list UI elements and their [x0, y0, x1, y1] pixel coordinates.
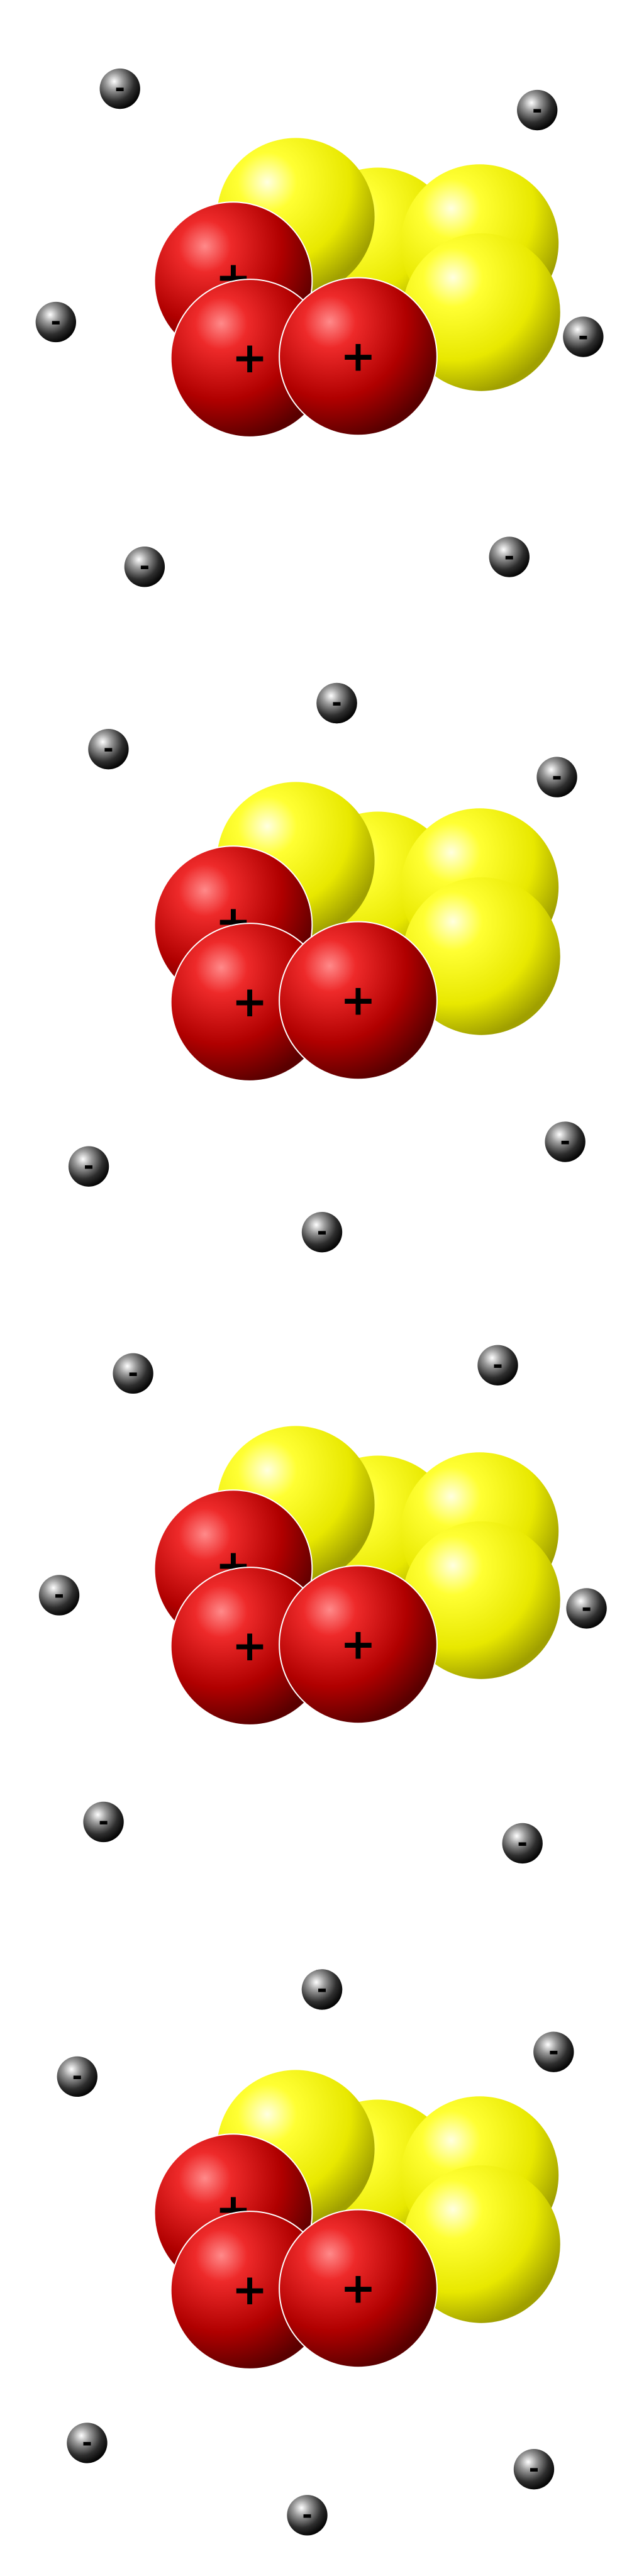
electron-charge-symbol: -	[518, 1829, 528, 1857]
electron-charge-symbol: -	[84, 1152, 94, 1180]
proton-charge-symbol: +	[232, 1621, 268, 1671]
electron: -	[502, 1823, 543, 1864]
electron: -	[513, 2449, 555, 2490]
electron-charge-symbol: -	[317, 1218, 327, 1246]
electron: -	[113, 1353, 153, 1394]
electron: -	[545, 1121, 586, 1162]
nucleus: +++	[153, 2070, 560, 2370]
proton: +	[279, 277, 438, 436]
electron-charge-symbol: -	[560, 1128, 570, 1156]
neutron	[402, 1521, 560, 1679]
electron-cloud: - - - - - -	[68, 682, 586, 1253]
electron: -	[536, 757, 577, 797]
electron: -	[489, 536, 530, 577]
proton-charge-symbol: +	[232, 977, 268, 1027]
proton: +	[279, 921, 438, 1080]
neutron	[402, 233, 560, 391]
electron: -	[477, 1345, 518, 1385]
atom: +++-------	[38, 1345, 607, 2010]
proton-charge-symbol: +	[340, 1619, 376, 1669]
nucleus: +++	[153, 782, 560, 1082]
electron-charge-symbol: -	[317, 1975, 327, 2004]
electron: -	[124, 547, 165, 587]
electron: -	[533, 2031, 574, 2072]
electron-charge-symbol: -	[98, 1807, 108, 1836]
proton: +	[279, 2209, 438, 2368]
electron: -	[38, 1575, 80, 1616]
proton-charge-symbol: +	[340, 975, 376, 1025]
electron-charge-symbol: -	[492, 1351, 502, 1379]
electron-charge-symbol: -	[548, 2038, 558, 2066]
electron-charge-symbol: -	[115, 75, 125, 103]
electron: -	[301, 1212, 343, 1253]
electron: -	[35, 301, 76, 343]
neutron	[402, 2165, 560, 2323]
electron: -	[88, 729, 129, 770]
electron: -	[316, 682, 357, 724]
proton-charge-symbol: +	[340, 2263, 376, 2313]
electron-charge-symbol: -	[331, 689, 341, 718]
nucleus: +++	[153, 138, 560, 438]
electron: -	[68, 1146, 109, 1187]
electron-charge-symbol: -	[51, 308, 61, 336]
electron: -	[301, 1969, 343, 2010]
electron: -	[563, 316, 604, 357]
electron-charge-symbol: -	[532, 96, 542, 125]
electron-charge-symbol: -	[552, 763, 562, 791]
electron: -	[83, 1801, 124, 1843]
nucleus: +++	[153, 1426, 560, 1726]
electron: -	[57, 2056, 97, 2097]
electron: -	[67, 2423, 108, 2463]
neutron	[402, 877, 560, 1035]
electron-charge-symbol: -	[302, 2501, 312, 2529]
atom: +++-------	[35, 68, 604, 724]
atom: +++------	[57, 1969, 574, 2536]
electron-cloud: - - - - - -	[57, 1969, 574, 2536]
electron-charge-symbol: -	[72, 2062, 82, 2090]
electron-charge-symbol: -	[82, 2429, 92, 2457]
electron-charge-symbol: -	[504, 543, 514, 571]
electron-charge-symbol: -	[140, 553, 150, 581]
electron: -	[99, 68, 140, 109]
proton-charge-symbol: +	[340, 331, 376, 381]
electron: -	[566, 1588, 607, 1629]
electron: -	[517, 89, 558, 131]
proton-charge-symbol: +	[232, 2265, 268, 2315]
electron-charge-symbol: -	[128, 1359, 138, 1387]
proton-charge-symbol: +	[232, 333, 268, 383]
electron-charge-symbol: -	[54, 1581, 64, 1609]
electron-cloud: - - - - - - -	[35, 68, 604, 724]
electron-charge-symbol: -	[578, 323, 588, 351]
electron: -	[287, 2495, 328, 2536]
atom: +++------	[68, 682, 586, 1253]
electron-charge-symbol: -	[529, 2455, 539, 2484]
electron-charge-symbol: -	[581, 1594, 591, 1623]
proton: +	[279, 1565, 438, 1724]
electron-charge-symbol: -	[103, 735, 113, 763]
